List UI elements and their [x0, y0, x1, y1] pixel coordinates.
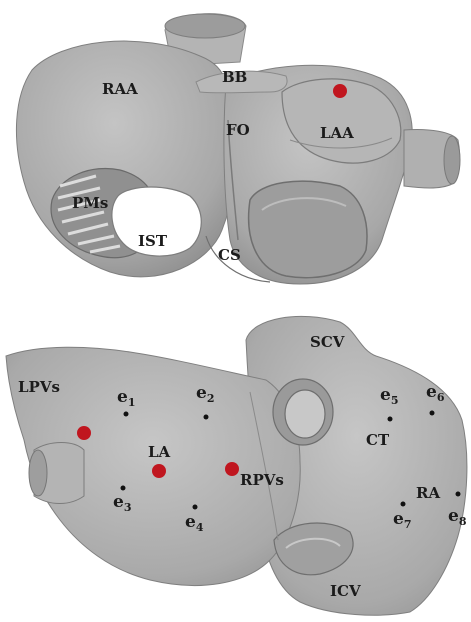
electrode-dot-e6: [430, 411, 435, 416]
label-ra: RA: [416, 484, 440, 502]
electrode-dot-e2: [204, 415, 209, 420]
stimulus-marker-lpv: [77, 426, 91, 440]
svc-opening: [165, 14, 245, 38]
label-bb: BB: [222, 68, 247, 86]
label-lpvs: LPVs: [18, 378, 60, 396]
label-ist: IST: [138, 232, 168, 250]
label-ct: CT: [366, 431, 390, 449]
top-panel-model: [16, 14, 460, 284]
electrode-dot-e1: [124, 412, 129, 417]
label-laa: LAA: [320, 124, 354, 142]
label-icv: ICV: [330, 582, 361, 600]
stimulus-marker-rpv: [225, 462, 239, 476]
electrode-dot-e3: [121, 486, 126, 491]
label-fo: FO: [226, 121, 250, 139]
electrode-dot-e5: [388, 417, 393, 422]
label-scv: SCV: [310, 333, 345, 351]
label-raa: RAA: [102, 80, 138, 98]
electrode-dot-e8: [456, 492, 461, 497]
rpv-ring-inner: [285, 390, 325, 438]
top-stimulus-marker: [333, 84, 347, 98]
label-cs: CS: [218, 246, 241, 264]
label-pms: PMs: [72, 194, 108, 212]
la-lower-opening: [249, 181, 367, 278]
stimulus-marker-la: [152, 464, 166, 478]
electrode-label-e6: e6: [426, 382, 445, 404]
electrode-dot-e4: [193, 505, 198, 510]
label-rpvs: RPVs: [240, 471, 284, 489]
label-la: LA: [148, 443, 171, 461]
electrode-dot-e7: [401, 502, 406, 507]
